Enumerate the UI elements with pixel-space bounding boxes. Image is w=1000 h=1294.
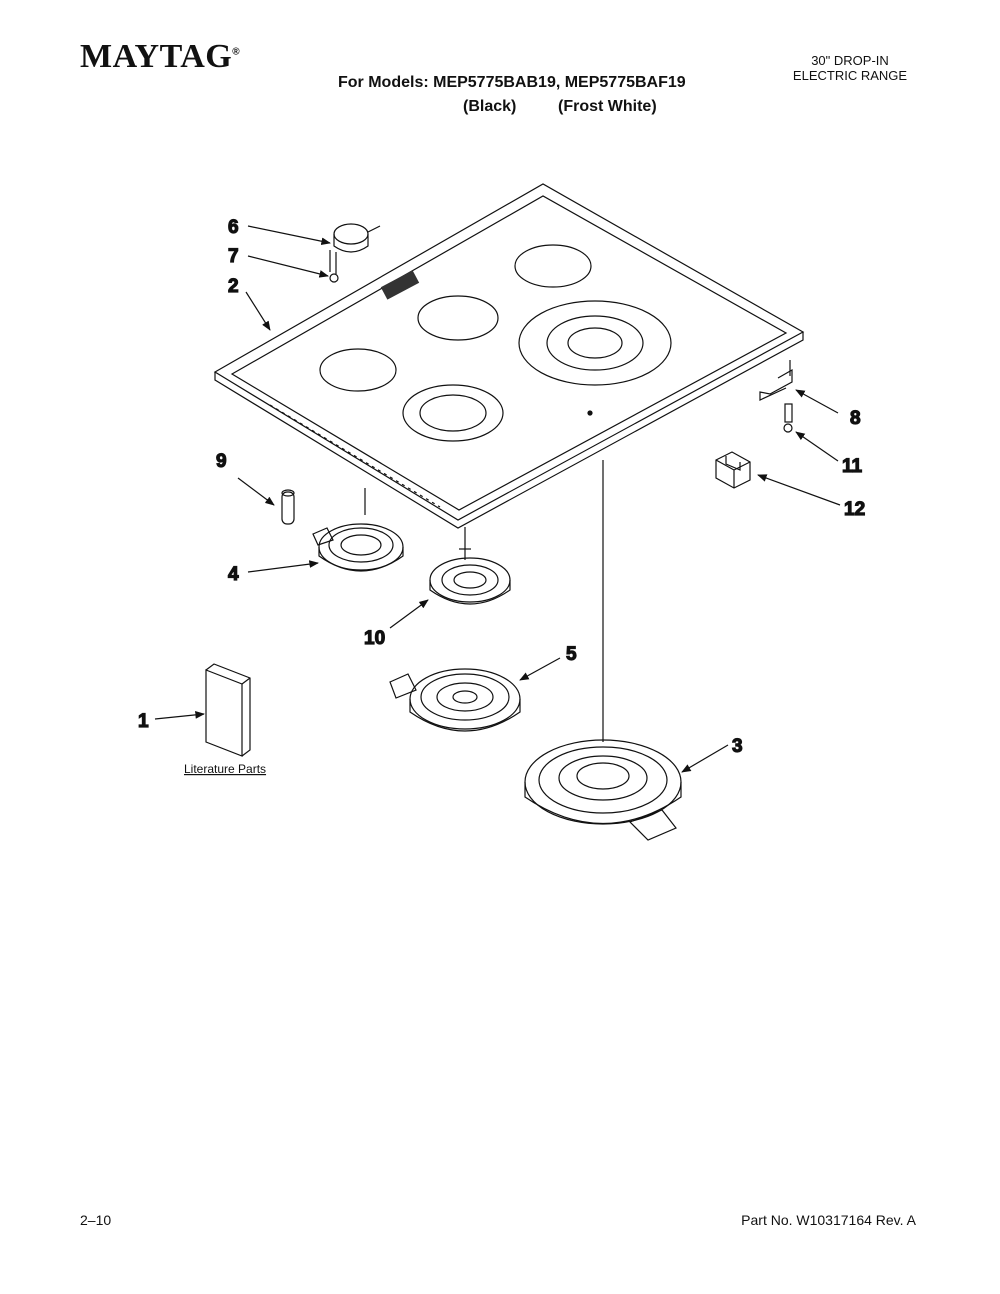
part-number: Part No. W10317164 Rev. A xyxy=(741,1212,916,1228)
leader-lines xyxy=(154,225,841,773)
page-number: 2–10 xyxy=(80,1212,112,1228)
variant-frost-white: (Frost White) xyxy=(558,98,657,115)
medium-element-part xyxy=(389,668,521,732)
maytag-logo: MAYTAG® xyxy=(80,38,241,75)
callout-8: 8 xyxy=(850,408,861,429)
product-type-line2: ELECTRIC RANGE xyxy=(792,68,908,83)
callout-1: 1 xyxy=(138,711,149,732)
callout-11: 11 xyxy=(842,456,863,477)
models-line: For Models: MEP5775BAB19, MEP5775BAF19 xyxy=(338,74,686,91)
callout-7: 7 xyxy=(228,246,239,267)
callout-3: 3 xyxy=(732,736,743,757)
large-element-part xyxy=(524,460,682,841)
clip-part xyxy=(759,360,793,433)
cooktop-glass xyxy=(213,183,805,529)
literature-parts-label: Literature Parts xyxy=(184,762,266,776)
callout-2: 2 xyxy=(228,276,239,297)
callout-6: 6 xyxy=(228,217,239,238)
callout-4: 4 xyxy=(228,564,239,585)
element-part-10 xyxy=(429,527,511,605)
block-part xyxy=(715,451,751,489)
pin-part xyxy=(281,489,295,525)
small-element-part xyxy=(312,488,404,572)
bracket-part xyxy=(329,223,381,283)
literature-booklet xyxy=(205,663,251,757)
product-type-line1: 30" DROP-IN xyxy=(811,53,889,68)
callout-10: 10 xyxy=(364,628,385,649)
callout-12: 12 xyxy=(844,499,865,520)
callout-9: 9 xyxy=(216,451,227,472)
callout-5: 5 xyxy=(566,644,577,665)
product-type: 30" DROP-IN ELECTRIC RANGE xyxy=(770,53,930,83)
variant-black: (Black) xyxy=(463,98,517,115)
